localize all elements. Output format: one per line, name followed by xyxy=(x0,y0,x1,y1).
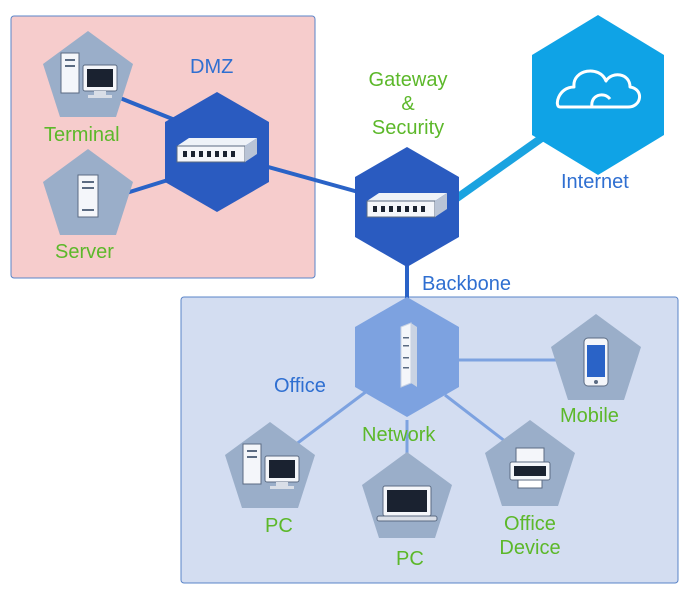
server-tower-icon xyxy=(77,174,99,218)
link-network-pc-desktop xyxy=(294,383,376,447)
terminal-label: Terminal xyxy=(44,124,120,146)
office-device-label-line-1: Office xyxy=(504,513,556,535)
dmz-switch-node xyxy=(165,92,269,212)
gateway-label-line-1: Gateway xyxy=(368,69,448,91)
gateway-label-line-3: Security xyxy=(371,117,445,139)
mobile-label: Mobile xyxy=(560,405,619,427)
gateway-label: Gateway & Security xyxy=(369,68,448,140)
pc-desktop-label: PC xyxy=(265,515,293,537)
network-tower-icon xyxy=(400,322,417,388)
internet-label: Internet xyxy=(561,171,629,193)
smartphone-icon xyxy=(583,337,609,387)
office-zone xyxy=(180,296,679,584)
desktop-computer-icon xyxy=(60,52,118,98)
switch-icon xyxy=(176,138,257,163)
laptop-icon xyxy=(376,485,438,522)
printer-icon xyxy=(509,447,551,489)
pc-laptop-node xyxy=(362,452,452,538)
server-node xyxy=(43,149,133,235)
mobile-node xyxy=(551,314,641,400)
desktop-computer-icon xyxy=(242,443,300,489)
pc-laptop-label: PC xyxy=(396,548,424,570)
pc-desktop-node xyxy=(225,422,315,508)
office-device-label-line-2: Device xyxy=(499,537,561,559)
gateway-node xyxy=(355,147,459,267)
office-network-node xyxy=(355,297,459,417)
backbone-label: Backbone xyxy=(422,273,511,295)
office-device-node xyxy=(485,420,575,506)
office-zone-label: Office xyxy=(274,375,326,397)
server-label: Server xyxy=(55,241,114,263)
terminal-node xyxy=(43,31,133,117)
cloud-icon xyxy=(555,69,641,109)
dmz-zone-label: DMZ xyxy=(190,56,234,78)
link-network-office-device xyxy=(444,393,511,447)
internet-node xyxy=(532,15,664,175)
office-device-label: Office Device xyxy=(499,512,560,560)
gateway-label-line-2: & xyxy=(401,93,415,115)
network-label: Network xyxy=(362,424,436,446)
switch-icon xyxy=(366,193,447,218)
